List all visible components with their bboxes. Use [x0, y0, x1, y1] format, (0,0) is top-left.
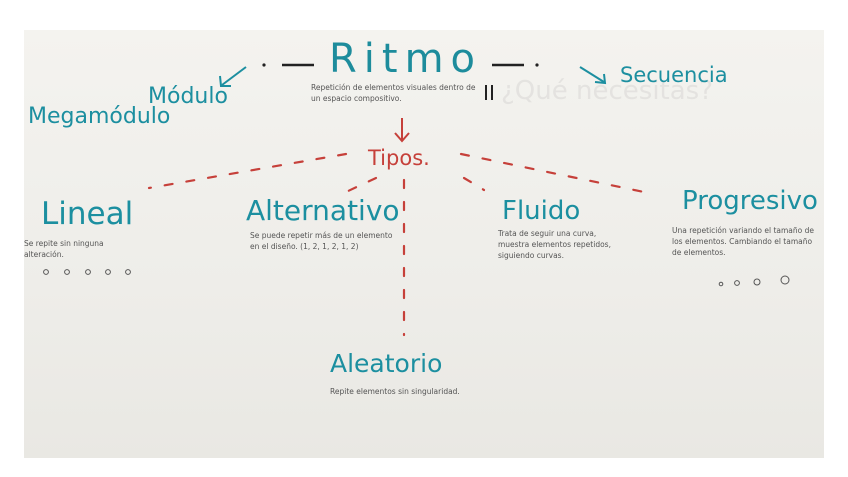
type-alternativo-desc: Se puede repetir más de un elemento en e…: [250, 231, 393, 251]
type-aleatorio-desc: Repite elementos sin singularidad.: [330, 387, 460, 396]
type-fluido-title: Fluido: [502, 196, 581, 226]
related-modulo: Módulo: [148, 84, 228, 109]
tipos-label: Tipos.: [368, 146, 430, 170]
type-fluido-desc: Trata de seguir una curva, muestra eleme…: [498, 229, 611, 260]
type-progresivo-title: Progresivo: [682, 186, 818, 216]
type-aleatorio-title: Aleatorio: [330, 349, 443, 378]
ghost-text: ¿Qué necesitas?: [501, 76, 714, 106]
page-title: Ritmo: [329, 36, 483, 82]
type-lineal-desc: Se repite sin ninguna alteración.: [24, 239, 104, 259]
notebook-page: ¿Qué necesitas? Ritmo Módulo Megamódulo …: [24, 30, 824, 458]
related-secuencia: Secuencia: [620, 63, 728, 87]
lineal-dots: [43, 269, 131, 275]
connector-lines: [147, 63, 646, 337]
related-megamodulo: Megamódulo: [28, 104, 171, 129]
progresivo-dots: [718, 275, 790, 287]
type-progresivo-desc: Una repetición variando el tamaño de los…: [672, 226, 814, 257]
type-lineal-title: Lineal: [41, 196, 134, 232]
type-alternativo-title: Alternativo: [246, 194, 400, 227]
definition-text: Repetición de elementos visuales dentro …: [311, 83, 476, 103]
